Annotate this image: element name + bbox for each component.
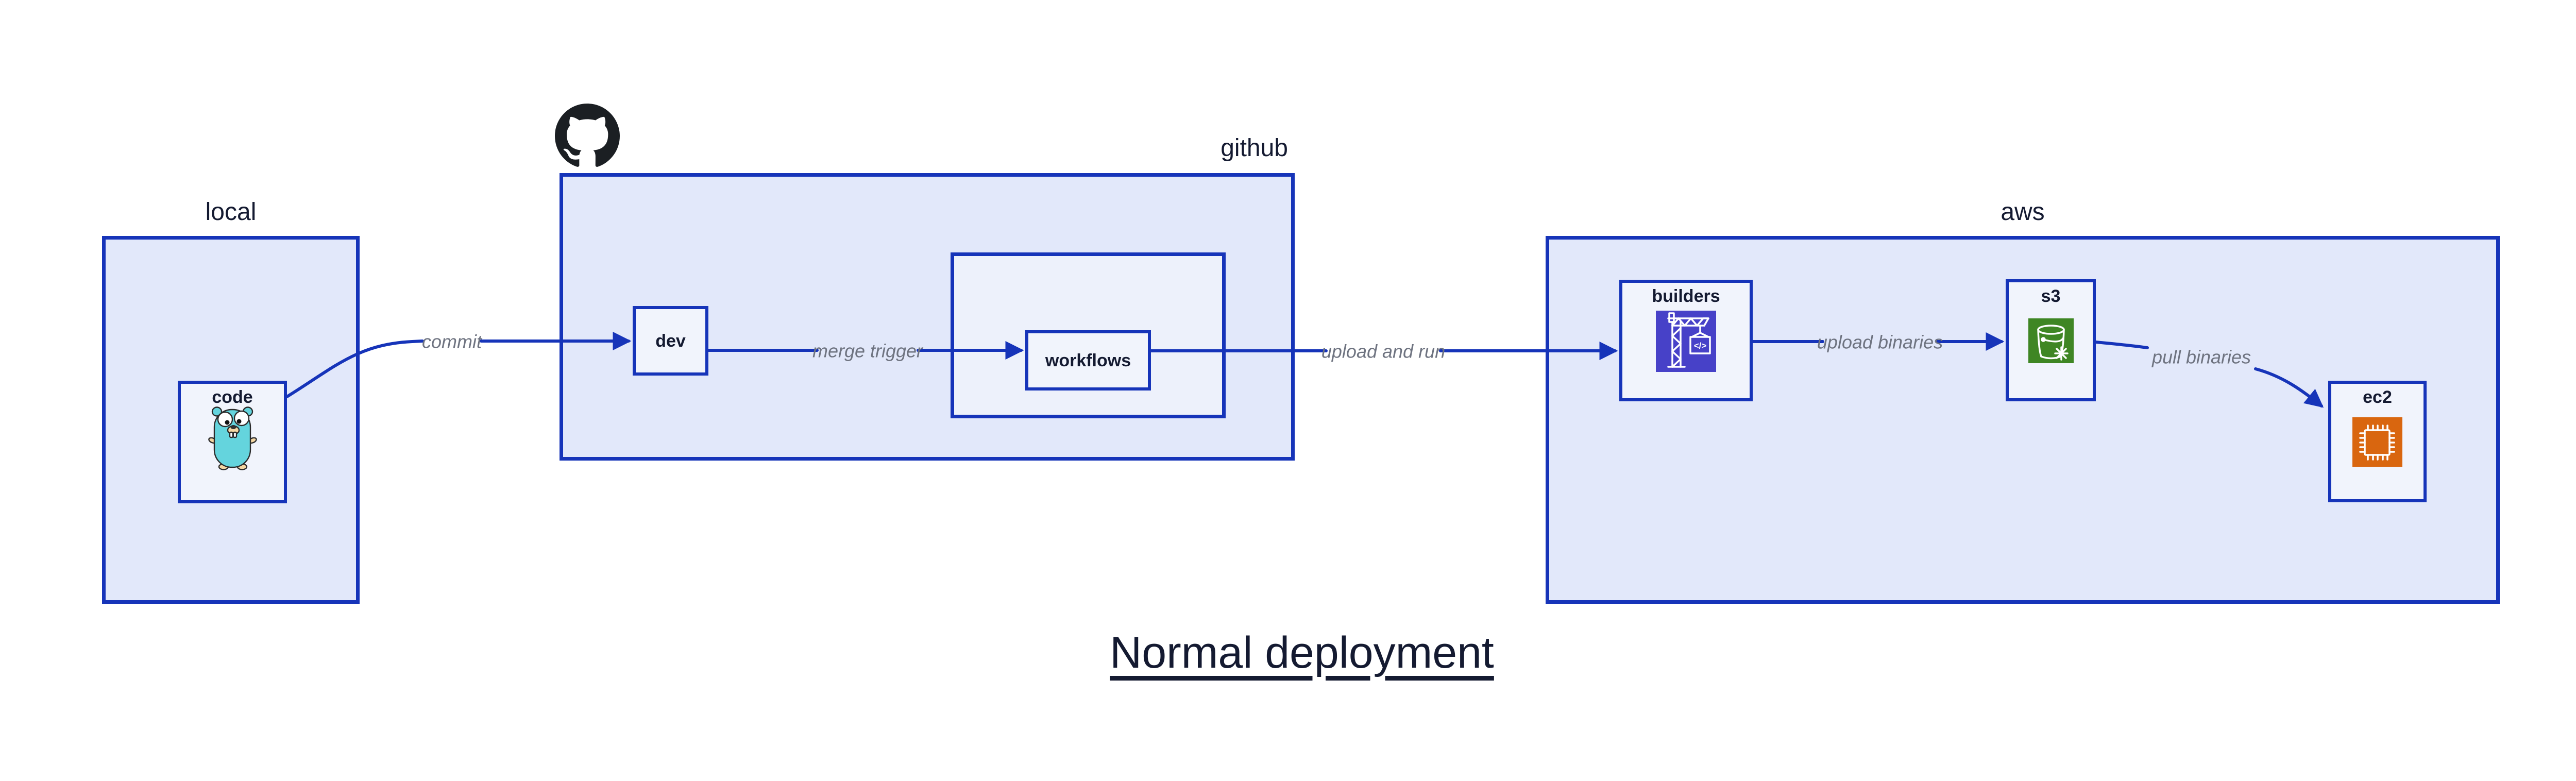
node-label-s3: s3 bbox=[2041, 286, 2061, 306]
node-label-dev: dev bbox=[655, 331, 686, 351]
edge-label-upload-and-run: upload and run bbox=[1321, 341, 1445, 362]
node-label-builders: builders bbox=[1652, 286, 1720, 306]
edge-label-commit: commit bbox=[422, 331, 483, 352]
node-label-ec2: ec2 bbox=[2363, 387, 2392, 407]
node-dev-box bbox=[633, 306, 708, 376]
diagram-title: Normal deployment bbox=[0, 627, 2576, 678]
node-label-code: code bbox=[212, 387, 253, 407]
region-label-local: local bbox=[205, 198, 257, 226]
node-workflows-box bbox=[1025, 330, 1151, 390]
node-label-workflows: workflows bbox=[1045, 351, 1131, 370]
region-label-aws: aws bbox=[2001, 198, 2045, 226]
region-label-github: github bbox=[1221, 134, 1288, 162]
diagram-title-text: Normal deployment bbox=[1110, 628, 1494, 677]
